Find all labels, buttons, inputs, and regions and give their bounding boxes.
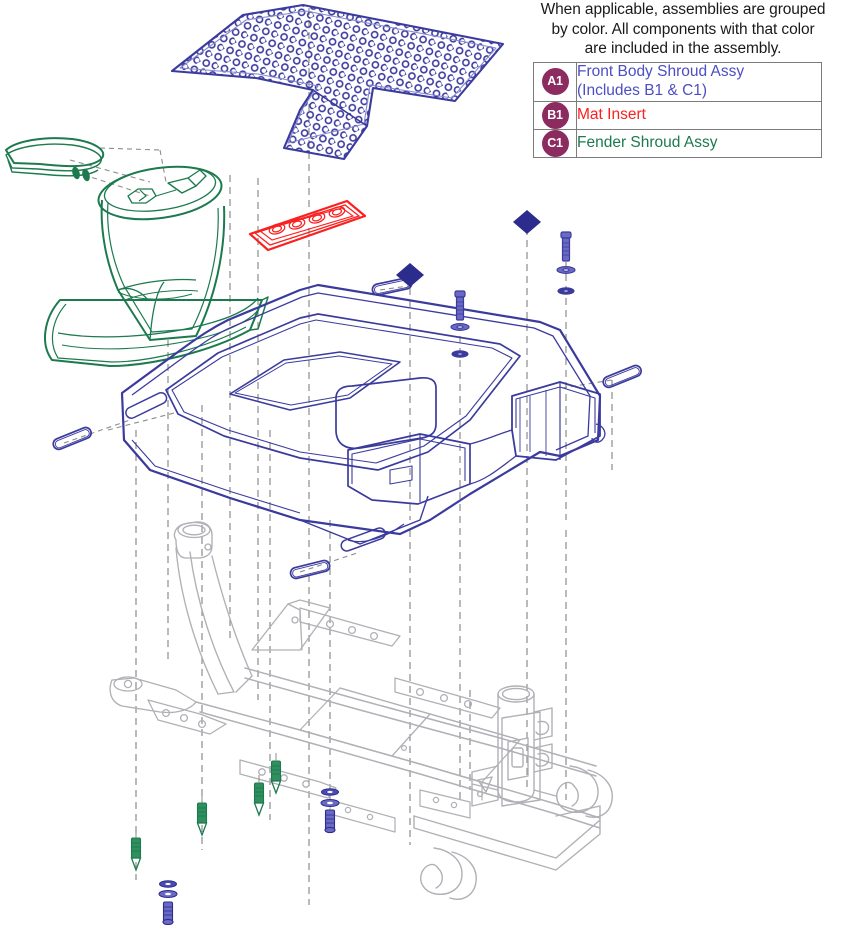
legend-badge-cell-a1: A1 bbox=[533, 62, 577, 102]
legend-label-cell-b1: Mat Insert bbox=[576, 100, 822, 130]
diamond-marker bbox=[396, 263, 424, 287]
blue-washer bbox=[556, 266, 576, 274]
legend-row-c1: C1 Fender Shroud Assy bbox=[533, 128, 822, 158]
legend-row-a1: A1 Front Body Shroud Assy (Includes B1 &… bbox=[533, 62, 822, 102]
legend-label-a1-line2: (Includes B1 & C1) bbox=[577, 81, 708, 99]
legend-label-cell-c1: Fender Shroud Assy bbox=[576, 128, 822, 158]
green-screw-fasteners bbox=[130, 753, 282, 872]
legend-badge-a1: A1 bbox=[541, 68, 569, 96]
leader-dashed-lines bbox=[63, 147, 613, 573]
diamond-marker bbox=[513, 210, 541, 234]
legend-label-b1: Mat Insert bbox=[577, 105, 646, 123]
blue-washer bbox=[321, 788, 339, 796]
green-screw bbox=[130, 830, 142, 872]
blue-bolt bbox=[454, 290, 466, 321]
blue-washer bbox=[158, 890, 178, 898]
legend-badge-cell-c1: C1 bbox=[533, 128, 577, 158]
front-body-shroud-part bbox=[120, 283, 606, 552]
chassis-frame-part bbox=[109, 521, 613, 900]
tiller-handle-bar-part bbox=[4, 137, 105, 182]
green-screw bbox=[270, 753, 282, 795]
green-screw bbox=[253, 775, 265, 817]
legend-badge-cell-b1: B1 bbox=[533, 100, 577, 130]
blue-screw bbox=[162, 901, 174, 925]
legend-label-cell-a1: Front Body Shroud Assy (Includes B1 & C1… bbox=[576, 62, 822, 102]
green-screw bbox=[196, 795, 208, 837]
blue-washer bbox=[159, 880, 177, 888]
note-line-2: by color. All components with that color bbox=[551, 20, 815, 38]
fastener-group-upper-right bbox=[450, 231, 576, 358]
legend-label-c1: Fender Shroud Assy bbox=[577, 133, 718, 151]
blue-washer bbox=[557, 287, 575, 295]
blue-bolt bbox=[560, 231, 572, 262]
blue-screw bbox=[324, 809, 336, 834]
blue-washer bbox=[320, 799, 340, 807]
note-line-1: When applicable, assemblies are grouped bbox=[540, 1, 826, 18]
assembly-color-note: When applicable, assemblies are grouped … bbox=[500, 0, 866, 59]
blue-screw-fasteners bbox=[158, 788, 340, 925]
legend-row-b1: B1 Mat Insert bbox=[533, 100, 822, 130]
legend-badge-c1: C1 bbox=[541, 129, 569, 157]
note-line-3: are included in the assembly. bbox=[584, 40, 782, 58]
blue-washer bbox=[451, 350, 469, 358]
perforated-floor-mat-part bbox=[170, 3, 505, 161]
blue-washer bbox=[450, 323, 470, 331]
fender-shroud-assembly-part bbox=[44, 165, 269, 367]
mat-insert-plate-part bbox=[248, 199, 367, 252]
legend-label-a1-line1: Front Body Shroud Assy bbox=[577, 63, 745, 80]
assembly-legend-table: A1 Front Body Shroud Assy (Includes B1 &… bbox=[533, 62, 822, 158]
legend-badge-b1: B1 bbox=[541, 101, 569, 129]
oval-plug-parts bbox=[52, 277, 642, 580]
diamond-markers bbox=[396, 210, 541, 287]
